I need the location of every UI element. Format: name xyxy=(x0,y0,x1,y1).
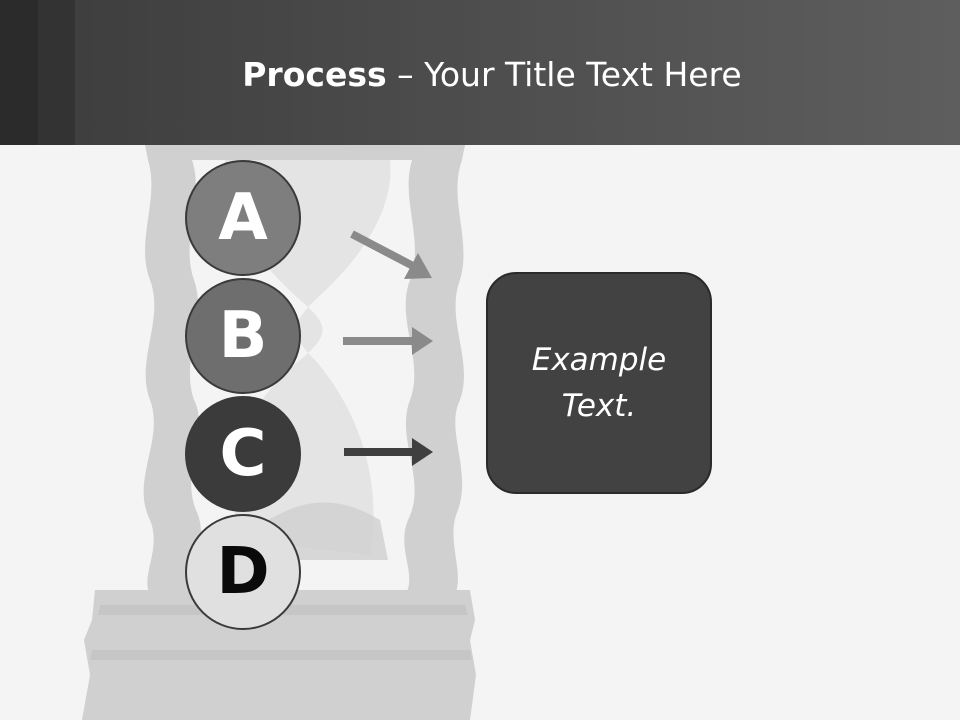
example-text: Example Text. xyxy=(531,342,667,424)
page-title: Process – Your Title Text Here xyxy=(0,52,960,98)
header-accent-bar xyxy=(0,0,38,145)
step-letter: D xyxy=(216,535,270,609)
step-circle-b: B xyxy=(185,278,301,394)
title-bold: Process xyxy=(242,55,387,94)
step-circle-c: C xyxy=(185,396,301,512)
header-accent-bar xyxy=(38,0,75,145)
arrow-a xyxy=(350,230,432,279)
title-rest: – Your Title Text Here xyxy=(386,55,742,94)
example-text-box: Example Text. xyxy=(486,272,712,494)
arrow-c xyxy=(344,438,433,466)
step-letter: C xyxy=(219,417,267,491)
step-letter: A xyxy=(218,181,268,255)
step-letter: B xyxy=(218,299,268,373)
step-circle-d: D xyxy=(185,514,301,630)
arrow-b xyxy=(343,327,433,355)
step-circle-a: A xyxy=(185,160,301,276)
header-bar: Process – Your Title Text Here xyxy=(0,0,960,145)
